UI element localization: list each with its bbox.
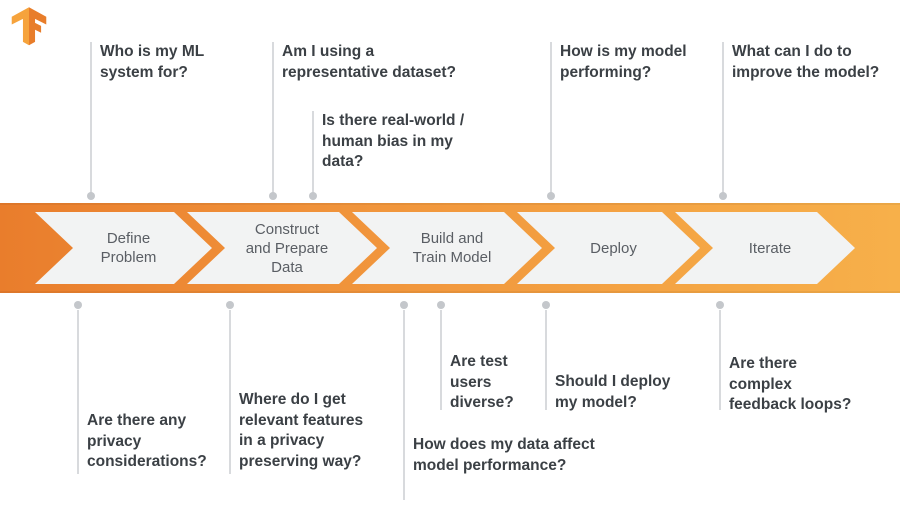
question-text: Are there complex feedback loops? <box>729 355 852 413</box>
stage-label: Construct and Prepare Data <box>245 220 329 276</box>
connector-dot <box>74 301 82 309</box>
connector-line <box>722 42 724 194</box>
stage-chevron-iterate: Iterate <box>675 212 855 284</box>
connector-line <box>77 310 79 474</box>
question-text: Who is my ML system for? <box>100 43 205 81</box>
connector-line <box>90 42 92 194</box>
connector-dot <box>719 192 727 200</box>
connector-line <box>550 42 552 194</box>
connector-line <box>719 310 721 410</box>
stage-label: Deploy <box>590 239 637 257</box>
connector-dot <box>716 301 724 309</box>
connector-dot <box>269 192 277 200</box>
connector-line <box>312 111 314 194</box>
connector-line <box>272 42 274 194</box>
process-band: Define Problem Construct and Prepare Dat… <box>0 203 900 293</box>
stage-label: Iterate <box>748 239 792 257</box>
connector-dot <box>542 301 550 309</box>
connector-line <box>229 310 231 474</box>
question-text: How does my data affect model performanc… <box>413 436 595 474</box>
stage-chevron-deploy: Deploy <box>517 212 700 284</box>
question-text: Where do I get relevant features in a pr… <box>239 391 364 470</box>
connector-dot <box>309 192 317 200</box>
stage-chevron-build-train-model: Build and Train Model <box>352 212 542 284</box>
question-text: How is my model performing? <box>560 43 687 81</box>
stage-label: Build and Train Model <box>412 230 492 266</box>
stage-chevron-construct-prepare-data: Construct and Prepare Data <box>187 212 377 284</box>
connector-dot <box>226 301 234 309</box>
question-text: Are there any privacy considerations? <box>87 412 207 470</box>
question-text: Am I using a representative dataset? <box>282 43 457 81</box>
connector-dot <box>87 192 95 200</box>
connector-dot <box>400 301 408 309</box>
tensorflow-logo-icon <box>11 7 47 46</box>
question-text: Are test users diverse? <box>450 353 514 411</box>
question-text: What can I do to improve the model? <box>732 43 880 81</box>
connector-line <box>440 310 442 410</box>
question-text: Should I deploy my model? <box>555 373 671 411</box>
stage-label: Define Problem <box>100 230 157 266</box>
connector-line <box>403 310 405 500</box>
connector-dot <box>547 192 555 200</box>
question-text: Is there real-world / human bias in my d… <box>322 112 465 170</box>
connector-dot <box>437 301 445 309</box>
connector-line <box>545 310 547 410</box>
stage-chevron-define-problem: Define Problem <box>35 212 212 284</box>
